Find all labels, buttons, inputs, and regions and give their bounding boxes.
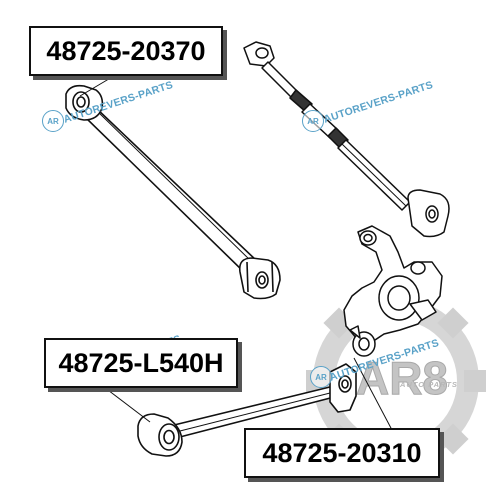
arm-lower — [137, 363, 357, 457]
part-label-48725-20370: 48725-20370 — [29, 26, 223, 76]
part-label-48725-L540H: 48725-L540H — [44, 338, 238, 388]
watermark-badge-2: AR — [302, 110, 324, 132]
arm-upper-right — [243, 41, 450, 238]
leader-bottom-right — [353, 357, 393, 431]
brand-logo-letters: AR8 — [356, 352, 448, 404]
part-label-48725-20310: 48725-20310 — [244, 428, 440, 478]
brand-logo-subtitle: AUTO PARTS — [400, 380, 458, 389]
knuckle-assembly — [343, 225, 443, 357]
leader-middle-left — [99, 383, 151, 423]
arm-upper-left — [65, 84, 281, 300]
watermark-badge-3: AR — [310, 366, 332, 388]
watermark-badge-1: AR — [42, 110, 64, 132]
